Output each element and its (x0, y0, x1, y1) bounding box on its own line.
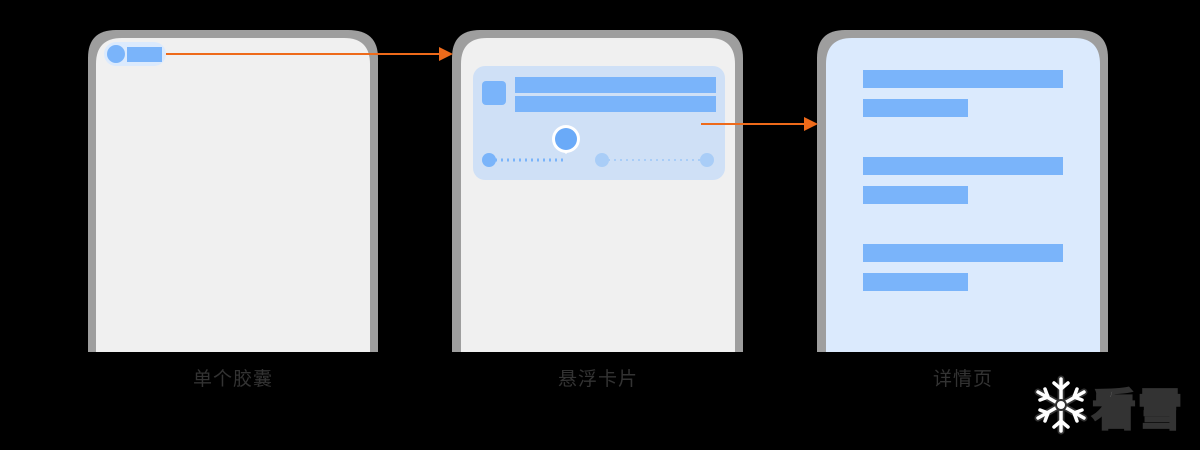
phone-single-capsule (88, 30, 378, 352)
detail-line (863, 186, 968, 204)
watermark-logo: 看雪 (1030, 372, 1190, 438)
capsule-dot (107, 45, 125, 63)
watermark-text: 看雪 (1091, 384, 1184, 437)
capsule (104, 42, 166, 66)
detail-line (863, 99, 968, 117)
location-pin-icon (552, 125, 580, 154)
detail-line (863, 273, 968, 291)
progress-node-middle (595, 153, 609, 167)
progress-node-start (482, 153, 496, 167)
card-thumbnail (482, 81, 506, 105)
phone-screen (96, 38, 370, 352)
phone-floating-card (452, 30, 743, 352)
caption-single-capsule: 单个胶囊 (192, 368, 273, 390)
floating-card (473, 66, 725, 180)
detail-line (863, 244, 1063, 262)
caption-detail-page: 详情页 (932, 368, 993, 390)
snowflake-icon (1034, 375, 1088, 435)
capsule-bar (127, 47, 162, 62)
detail-line (863, 70, 1063, 88)
phone-detail-page (817, 30, 1108, 352)
progress-node-end (700, 153, 714, 167)
detail-line (863, 157, 1063, 175)
card-title-bar (515, 77, 716, 93)
card-subtitle-bar (515, 96, 716, 112)
caption-floating-card: 悬浮卡片 (557, 368, 638, 390)
progress-track (482, 153, 714, 167)
